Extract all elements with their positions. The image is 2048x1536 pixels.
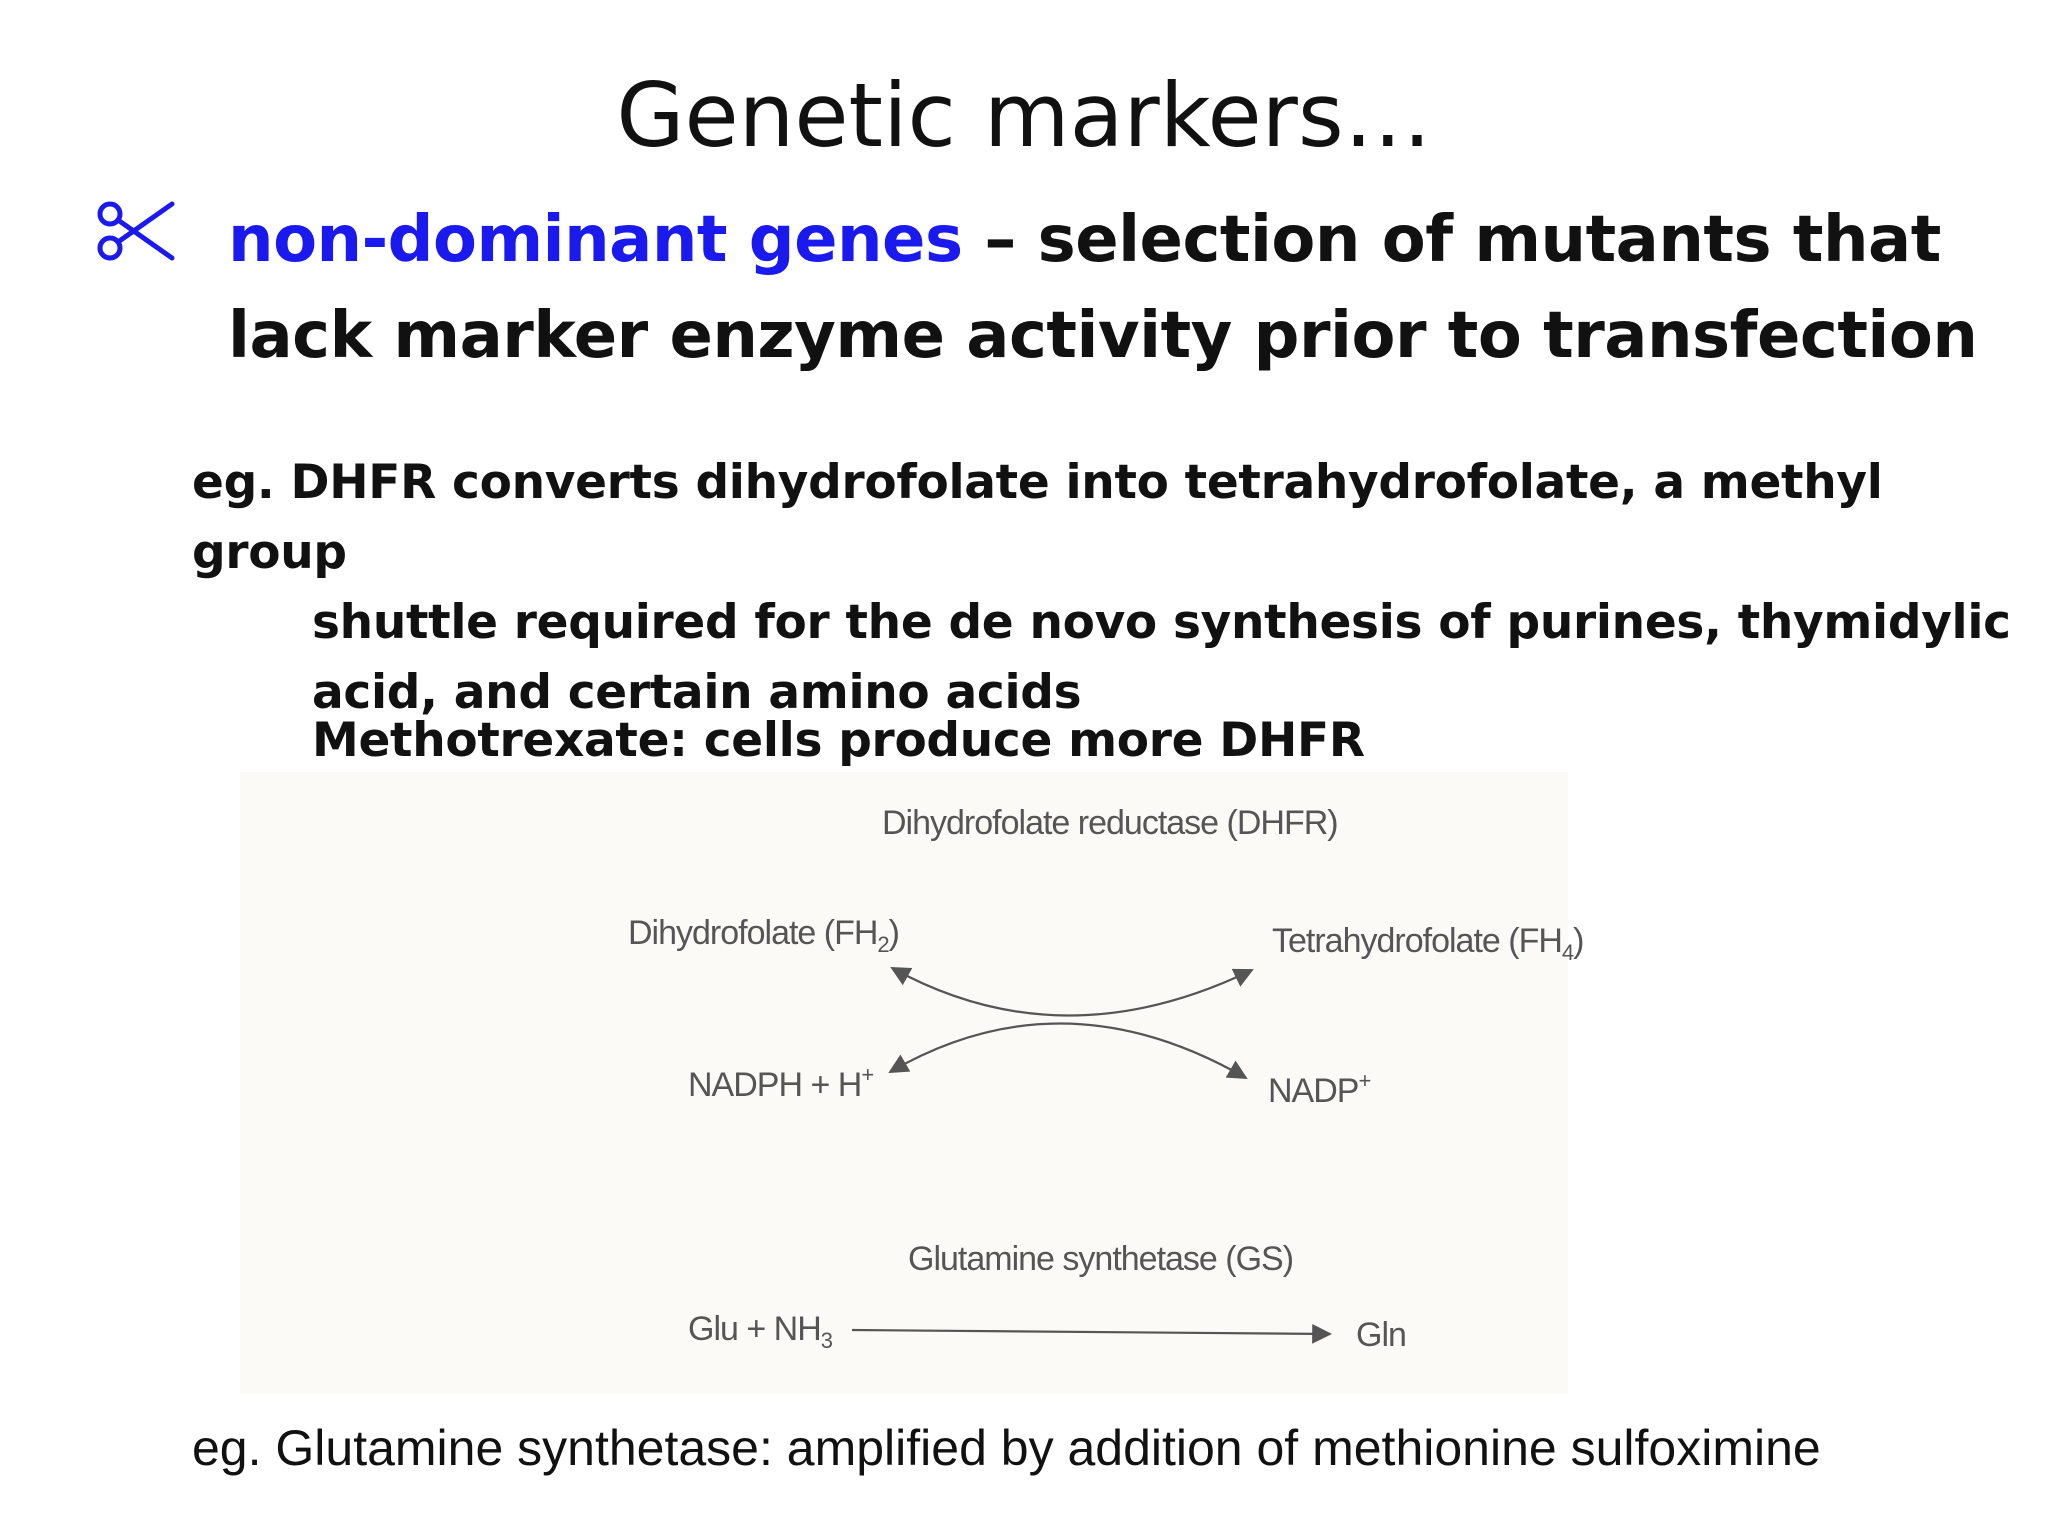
bullet-point: non-dominant genes – selection of mutant…	[228, 192, 2008, 384]
nadp-label: NADP+	[1268, 1068, 1370, 1110]
gs-reaction-arrow	[851, 1323, 1332, 1344]
glu-label: Glu + NH3	[688, 1310, 833, 1353]
bullet-rest: – selection of mutants that lack marker …	[228, 203, 1978, 373]
nadph-label: NADPH + H+	[688, 1062, 873, 1104]
glutamine-synthetase-note: eg. Glutamine synthetase: amplified by a…	[192, 1420, 1821, 1476]
dhfr-example: eg. DHFR converts dihydrofolate into tet…	[192, 448, 2012, 728]
gln-label: Gln	[1356, 1316, 1406, 1354]
slide-title: Genetic markers…	[616, 64, 1432, 167]
tetrahydrofolate-label: Tetrahydrofolate (FH4)	[1272, 922, 1583, 965]
dhfr-enzyme-label: Dihydrofolate reductase (DHFR)	[882, 804, 1338, 842]
reaction-figure: Dihydrofolate reductase (DHFR) Dihydrofo…	[240, 772, 1584, 1394]
reaction-diagram: Dihydrofolate reductase (DHFR) Dihydrofo…	[628, 804, 1584, 1354]
dhfr-example-first-line: eg. DHFR converts dihydrofolate into tet…	[192, 455, 1883, 580]
scissors-icon	[97, 201, 175, 261]
upper-reaction-arrow	[890, 967, 1254, 1017]
dhfr-example-continuation: shuttle required for the de novo synthes…	[312, 595, 2011, 720]
dihydrofolate-label: Dihydrofolate (FH2)	[628, 914, 899, 957]
gs-enzyme-label: Glutamine synthetase (GS)	[908, 1240, 1293, 1278]
bullet-highlight: non-dominant genes	[228, 203, 963, 277]
lower-reaction-arrow	[888, 1022, 1248, 1079]
methotrexate-note: Methotrexate: cells produce more DHFR	[312, 713, 1365, 768]
